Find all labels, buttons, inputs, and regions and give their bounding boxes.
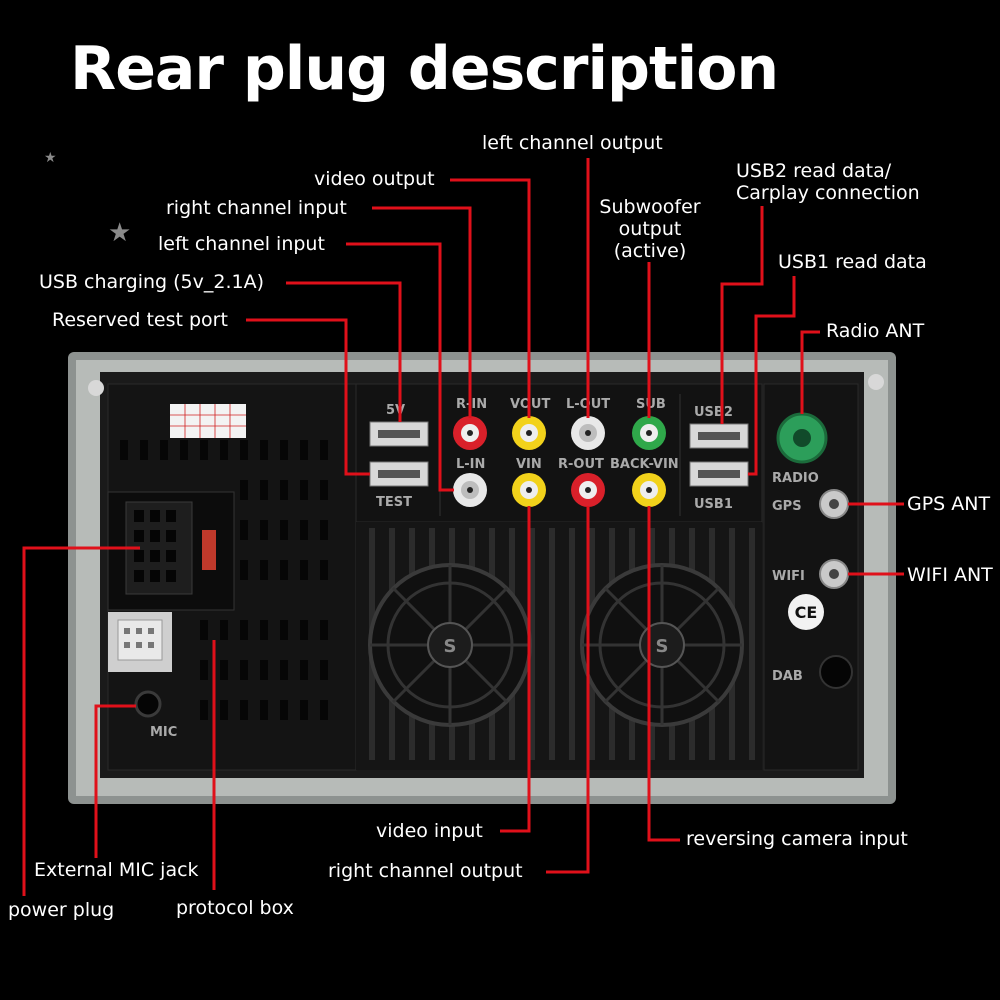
rca-l-out <box>571 416 605 450</box>
label-external-mic-jack: External MIC jack <box>34 859 199 881</box>
mark-test: TEST <box>376 495 412 510</box>
label-subwoofer-line: (active) <box>613 240 687 262</box>
mic-jack <box>134 690 162 718</box>
callout-lines <box>22 158 904 896</box>
line-radio-ant <box>800 330 820 414</box>
mark-ce: CE <box>795 603 818 622</box>
pin-sticker <box>170 404 246 438</box>
star-icon: ★ <box>44 150 57 166</box>
line-usb-charging <box>286 281 402 422</box>
line-usb2 <box>720 206 764 424</box>
label-usb-charging: USB charging (5v_2.1A) <box>39 271 265 293</box>
label-left-channel-input: left channel input <box>158 233 325 255</box>
line-right-channel-input <box>372 206 472 418</box>
vent-grid <box>120 440 328 720</box>
line-video-input <box>500 506 531 833</box>
rca-back-vin <box>632 473 666 507</box>
line-power-plug <box>22 546 140 896</box>
label-reversing-camera-input: reversing camera input <box>686 828 908 850</box>
fan-logo-left: S <box>444 636 457 657</box>
line-reversing-camera <box>647 506 680 842</box>
fan-logo-right: S <box>656 636 669 657</box>
fan-right <box>580 563 744 727</box>
screw <box>868 374 884 390</box>
line-reserved-test <box>246 318 370 476</box>
mark-r-out: R-OUT <box>558 457 604 472</box>
label-radio-ant: Radio ANT <box>826 320 925 342</box>
rca-sub <box>632 416 666 450</box>
mark-r-in: R-IN <box>456 397 487 412</box>
rca-l-in <box>453 473 487 507</box>
mark-mic: MIC <box>150 725 177 740</box>
mark-gps: GPS <box>772 499 802 514</box>
label-usb1: USB1 read data <box>778 251 927 273</box>
label-video-input: video input <box>376 820 483 842</box>
dab-socket <box>819 655 853 689</box>
label-subwoofer-line: Subwoofer <box>599 196 701 218</box>
label-right-channel-input: right channel input <box>166 197 347 219</box>
mark-sub: SUB <box>636 397 666 412</box>
line-usb1 <box>748 276 796 476</box>
label-usb2: USB2 read data/ Carplay connection <box>736 160 920 204</box>
label-subwoofer-line: output <box>618 218 682 240</box>
mark-l-in: L-IN <box>456 457 485 472</box>
mark-dab: DAB <box>772 669 803 684</box>
label-power-plug: power plug <box>8 899 115 921</box>
star-icon: ★ <box>108 218 132 248</box>
mark-5v: 5V <box>386 403 405 418</box>
rca-r-in <box>453 416 487 450</box>
port-panel <box>355 383 763 523</box>
line-mic-jack <box>94 704 136 858</box>
label-wifi-ant: WIFI ANT <box>907 564 993 586</box>
rca-vout <box>512 416 546 450</box>
line-video-output <box>450 178 531 418</box>
mark-radio: RADIO <box>772 471 819 486</box>
label-video-output: video output <box>314 168 435 190</box>
rca-vin <box>512 473 546 507</box>
page-title: Rear plug description <box>70 34 779 104</box>
mark-wifi: WIFI <box>772 569 805 584</box>
screw <box>88 380 104 396</box>
mark-back-vin: BACK-VIN <box>610 457 679 472</box>
label-right-channel-output: right channel output <box>328 860 523 882</box>
label-protocol-box: protocol box <box>176 897 294 919</box>
fuse <box>202 530 216 570</box>
label-usb2-line: USB2 read data/ <box>736 160 892 182</box>
label-usb2-line: Carplay connection <box>736 182 920 204</box>
rca-r-out <box>571 473 605 507</box>
mark-usb2: USB2 <box>694 405 733 420</box>
line-left-channel-input <box>346 242 454 492</box>
label-reserved-test-port: Reserved test port <box>52 309 228 331</box>
label-gps-ant: GPS ANT <box>907 493 991 515</box>
mark-vin: VIN <box>516 457 542 472</box>
label-subwoofer-output: Subwoofer output (active) <box>590 196 710 262</box>
ce-mark <box>788 594 824 630</box>
fan-left <box>368 563 532 727</box>
label-left-channel-output: left channel output <box>482 132 663 154</box>
mark-usb1: USB1 <box>694 497 733 512</box>
line-right-channel-output <box>546 506 590 874</box>
